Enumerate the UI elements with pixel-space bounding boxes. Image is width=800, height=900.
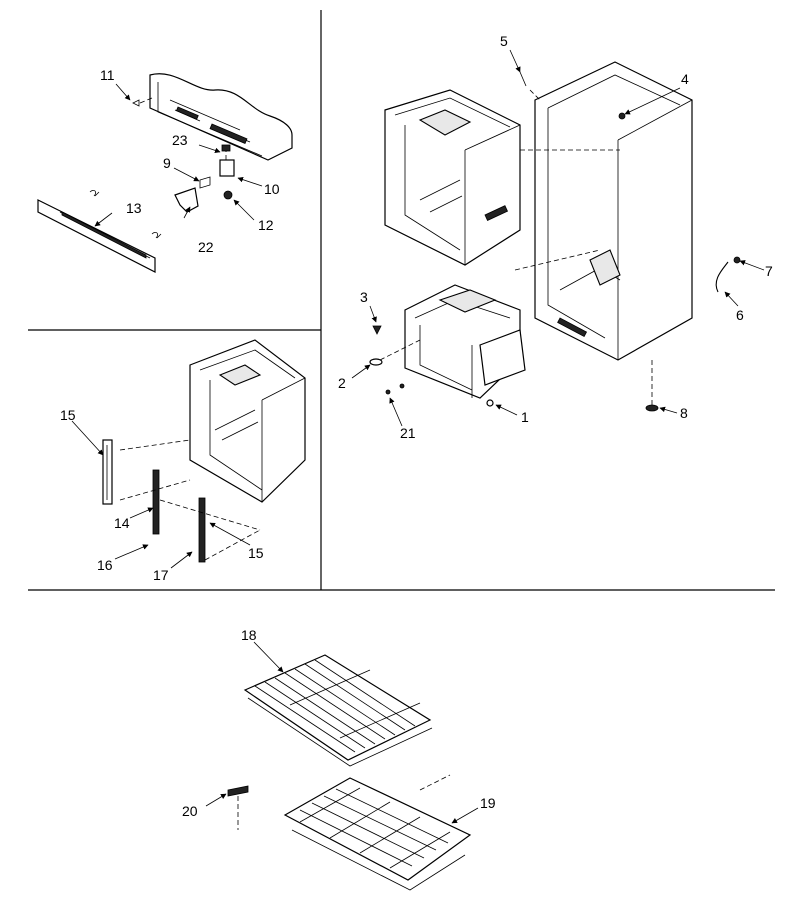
callout-1: 1 [521, 409, 529, 425]
callout-23: 23 [172, 132, 188, 148]
callout-6: 6 [736, 307, 744, 323]
callout-20: 20 [182, 803, 198, 819]
callout-leaders [71, 49, 765, 824]
callout-12: 12 [258, 217, 274, 233]
callout-14: 14 [114, 515, 130, 531]
callout-labels: 1 2 3 4 5 6 7 8 9 10 11 12 13 14 15 15 1… [60, 33, 773, 819]
callout-10: 10 [264, 181, 280, 197]
callout-8: 8 [680, 405, 688, 421]
callout-2: 2 [338, 375, 346, 391]
callout-3: 3 [360, 289, 368, 305]
callout-15-left: 15 [60, 407, 76, 423]
callout-7: 7 [765, 263, 773, 279]
callout-19: 19 [480, 795, 496, 811]
callout-11: 11 [100, 67, 115, 83]
callout-9: 9 [163, 155, 171, 171]
panel-bottom [227, 654, 472, 891]
callout-5: 5 [500, 33, 508, 49]
callout-13: 13 [126, 200, 142, 216]
callout-22: 22 [198, 239, 214, 255]
callout-17: 17 [153, 567, 169, 583]
callout-18: 18 [241, 627, 257, 643]
callout-15-right: 15 [248, 545, 264, 561]
panel-middle-left [102, 339, 306, 563]
callout-4: 4 [681, 71, 689, 87]
panel-top-left [37, 73, 293, 273]
callout-16: 16 [97, 557, 113, 573]
panel-top-right [369, 61, 741, 412]
callout-21: 21 [400, 425, 416, 441]
